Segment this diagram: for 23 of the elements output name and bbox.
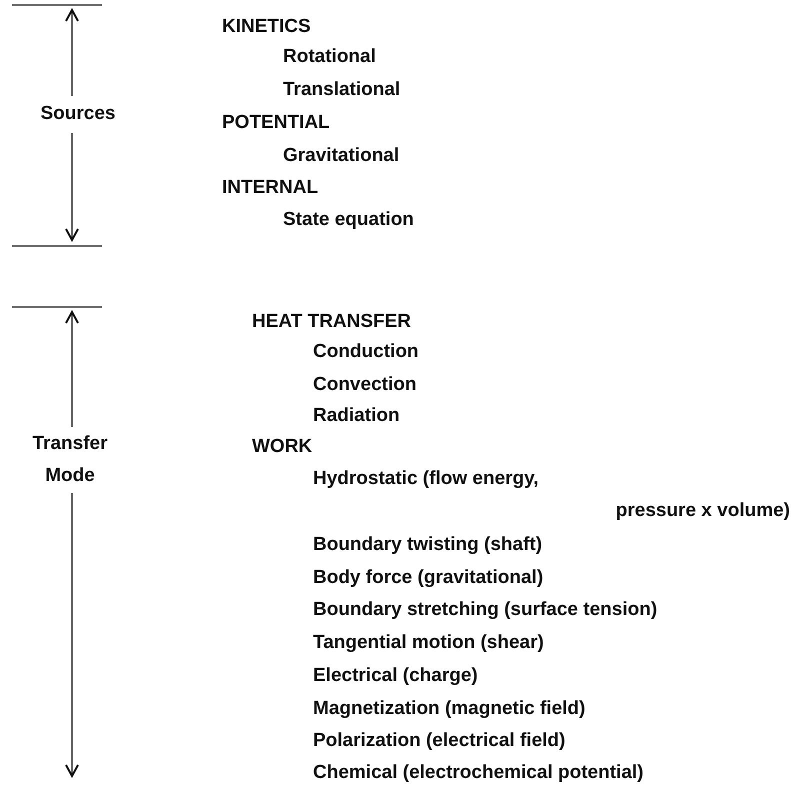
bracket-label: Transfer Mode bbox=[32, 432, 108, 488]
heading: HEAT TRANSFER bbox=[252, 310, 412, 334]
heading: POTENTIAL bbox=[222, 111, 330, 135]
list-item: Boundary twisting (shaft) bbox=[313, 533, 542, 557]
list-item: Body force (gravitational) bbox=[313, 566, 544, 590]
list-item: Magnetization (magnetic field) bbox=[313, 697, 586, 721]
bracket-label: Sources bbox=[40, 102, 116, 126]
list-item: Radiation bbox=[313, 404, 400, 428]
list-item: Rotational bbox=[283, 45, 376, 69]
list-item: Chemical (electrochemical potential) bbox=[313, 761, 644, 785]
list-item: Translational bbox=[283, 78, 400, 102]
heading: WORK bbox=[252, 435, 312, 459]
list-item: Boundary stretching (surface tension) bbox=[313, 598, 658, 622]
list-item: Polarization (electrical field) bbox=[313, 729, 566, 753]
list-item: State equation bbox=[283, 208, 414, 232]
list-item: Tangential motion (shear) bbox=[313, 631, 544, 655]
list-item: Conduction bbox=[313, 340, 419, 364]
list-item: Electrical (charge) bbox=[313, 664, 478, 688]
heading: INTERNAL bbox=[222, 176, 318, 200]
list-item: Hydrostatic (flow energy, pressure x volume) bbox=[313, 467, 790, 523]
list-item: Gravitational bbox=[283, 144, 400, 168]
heading: KINETICS bbox=[222, 15, 311, 39]
list-item: Convection bbox=[313, 373, 416, 397]
